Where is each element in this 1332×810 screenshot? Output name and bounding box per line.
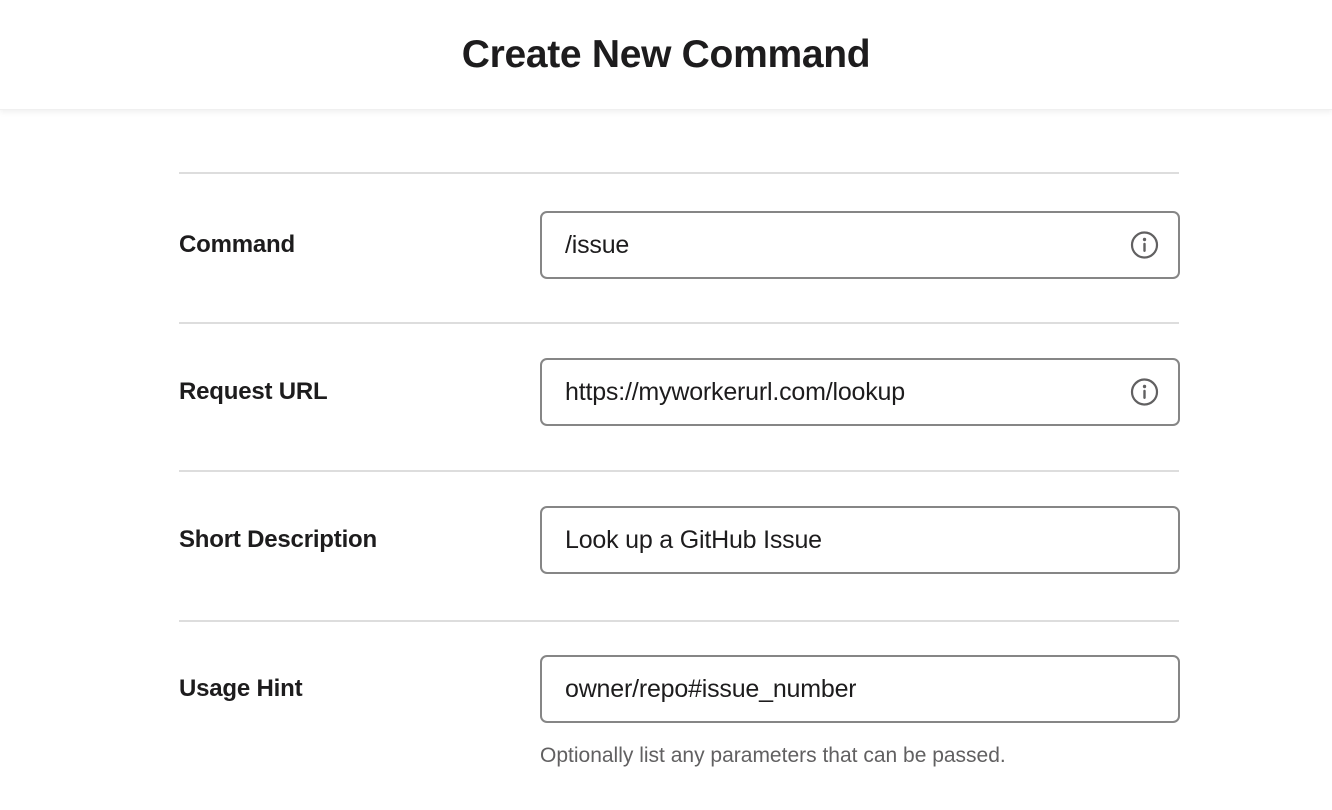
short-description-input-value: Look up a GitHub Issue — [565, 527, 822, 553]
field-row-short-description: Short Description Look up a GitHub Issue — [179, 506, 1180, 574]
label-request-url: Request URL — [179, 378, 328, 405]
usage-hint-input-value: owner/repo#issue_number — [565, 676, 857, 702]
command-form: Command /issue Request URL — [0, 110, 1332, 810]
label-short-description: Short Description — [179, 526, 377, 553]
request-url-input[interactable]: https://myworkerurl.com/lookup — [540, 358, 1180, 426]
command-input[interactable]: /issue — [540, 211, 1180, 279]
field-row-usage-hint: Usage Hint owner/repo#issue_number Optio… — [179, 655, 1180, 767]
field-row-command: Command /issue — [179, 211, 1180, 279]
usage-hint-input[interactable]: owner/repo#issue_number — [540, 655, 1180, 723]
modal-header: Create New Command — [0, 0, 1332, 110]
form-divider-top — [179, 172, 1179, 174]
info-circle-icon[interactable] — [1130, 231, 1159, 260]
request-url-input-value: https://myworkerurl.com/lookup — [565, 379, 905, 405]
control-usage-hint: owner/repo#issue_number Optionally list … — [540, 655, 1180, 767]
form-divider-1 — [179, 322, 1179, 324]
control-request-url: https://myworkerurl.com/lookup — [540, 358, 1180, 426]
control-command: /issue — [540, 211, 1180, 279]
control-short-description: Look up a GitHub Issue — [540, 506, 1180, 574]
short-description-input[interactable]: Look up a GitHub Issue — [540, 506, 1180, 574]
page-title: Create New Command — [461, 33, 871, 76]
field-row-request-url: Request URL https://myworkerurl.com/look… — [179, 358, 1180, 426]
label-usage-hint: Usage Hint — [179, 675, 303, 702]
form-divider-2 — [179, 470, 1179, 472]
command-input-value: /issue — [565, 232, 630, 258]
usage-hint-helper-text: Optionally list any parameters that can … — [540, 744, 1006, 767]
form-divider-3 — [179, 620, 1179, 622]
label-command: Command — [179, 231, 295, 258]
info-circle-icon[interactable] — [1130, 378, 1159, 407]
